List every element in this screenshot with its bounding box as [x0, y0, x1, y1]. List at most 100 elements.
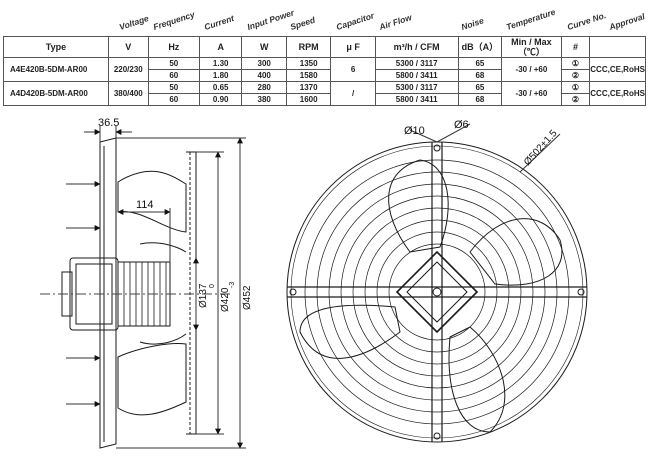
side-view	[40, 126, 246, 449]
dim-137: Ø137	[198, 283, 209, 308]
row-curve: ①	[560, 57, 591, 70]
dim-420-tol-up: 0	[209, 284, 216, 288]
dim-6: Ø6	[454, 119, 469, 131]
blade-profile-bottom	[117, 343, 187, 416]
mount-arrows	[66, 181, 101, 407]
header-temperature: Temperature	[504, 6, 557, 33]
dim-420: Ø420	[220, 287, 231, 312]
unit-frequency: Hz	[147, 36, 200, 58]
row-power: 280	[241, 81, 287, 94]
model-type: A4D420B-5DM-AR00	[3, 81, 109, 106]
row-airflow: 5800 / 3411	[374, 69, 459, 82]
outer-ring	[286, 141, 588, 443]
header-capacitor: Capacitor	[334, 10, 376, 32]
row-hz: 60	[147, 69, 200, 82]
leader-d502	[519, 133, 561, 173]
unit-capacitor: μ F	[330, 36, 376, 58]
header-current: Current	[202, 13, 236, 32]
header-approval: Approval	[607, 11, 647, 32]
row-airflow: 5800 / 3411	[374, 93, 459, 106]
guard-struts	[287, 142, 587, 442]
table-row: A4E420B-5DM-AR00 220/230 50 1.30 300 135…	[3, 57, 646, 82]
unit-current: A	[198, 36, 243, 58]
header-curve-no: Curve No.	[565, 10, 608, 32]
row-rpm: 1370	[285, 81, 332, 94]
fan-blade	[299, 304, 401, 359]
spec-table: Voltage Frequency Current Input Power Sp…	[3, 2, 646, 112]
outer-ring-inner	[290, 145, 584, 439]
table-row: 60 0.90 380 1600 5800 / 3411 68 ②	[4, 93, 646, 106]
spec-grid: Type V Hz A W RPM μ F m³/h / CFM dB（A） M…	[3, 36, 646, 106]
guard-profile	[186, 151, 197, 435]
technical-drawing: 36.5 114 Ø137 Ø420 0 -3 Ø452	[40, 117, 588, 449]
model-capacitor: 6	[330, 57, 376, 82]
unit-curve: #	[560, 36, 591, 58]
unit-voltage: V	[107, 36, 149, 58]
row-hz: 50	[147, 57, 200, 70]
row-current: 0.65	[198, 81, 243, 94]
row-rpm: 1580	[285, 69, 332, 82]
model-voltage: 220/230	[107, 57, 149, 82]
fan-blade	[448, 326, 506, 433]
blade-edge	[139, 333, 187, 345]
header-voltage: Voltage	[117, 13, 150, 32]
model-approval: CCC,CE,RoHS	[589, 57, 646, 82]
front-view	[286, 123, 588, 443]
row-rpm: 1350	[285, 57, 332, 70]
units-row: Type V Hz A W RPM μ F m³/h / CFM dB（A） M…	[3, 36, 646, 58]
dim-114: 114	[136, 199, 154, 211]
header-noise: Noise	[459, 15, 486, 33]
unit-speed: RPM	[285, 36, 332, 58]
header-frequency: Frequency	[151, 9, 196, 32]
fan-blade	[469, 218, 563, 286]
mounting-plate	[99, 137, 117, 449]
hub-center	[432, 287, 442, 297]
mounting-holes	[289, 144, 585, 440]
model-temperature: -30 / +60	[501, 57, 562, 82]
table-row: A4D420B-5DM-AR00 380/400 50 0.65 280 137…	[3, 81, 646, 106]
model-type: A4E420B-5DM-AR00	[3, 57, 109, 82]
model-capacitor: /	[330, 81, 376, 106]
dim-420-tol-down: -3	[229, 282, 236, 288]
row-hz: 50	[147, 81, 200, 94]
motor-hub	[395, 250, 479, 334]
row-power: 380	[241, 93, 287, 106]
row-noise: 68	[457, 93, 503, 106]
row-airflow: 5300 / 3117	[374, 57, 459, 70]
header-input-power: Input Power	[245, 7, 296, 33]
dim-36-5: 36.5	[98, 117, 119, 129]
unit-power: W	[241, 36, 287, 58]
dim-452: Ø452	[242, 285, 253, 310]
row-noise: 65	[457, 81, 503, 94]
leader-d10	[409, 129, 438, 143]
column-headers: Voltage Frequency Current Input Power Sp…	[3, 2, 646, 36]
row-hz: 60	[147, 93, 200, 106]
unit-noise: dB（A）	[457, 36, 503, 58]
dim-10: Ø10	[404, 125, 425, 137]
row-curve: ①	[560, 81, 591, 94]
model-voltage: 380/400	[107, 81, 149, 106]
unit-temperature: Min / Max（℃）	[501, 36, 562, 58]
row-airflow: 5300 / 3117	[374, 81, 459, 94]
row-noise: 65	[457, 57, 503, 70]
row-current: 1.30	[198, 57, 243, 70]
row-current: 1.80	[198, 69, 243, 82]
row-noise: 68	[457, 69, 503, 82]
motor-hub-inner	[406, 261, 468, 323]
blade-edge	[139, 242, 187, 253]
guard-rings	[304, 159, 570, 425]
row-power: 400	[241, 69, 287, 82]
row-curve: ②	[560, 69, 591, 82]
row-curve: ②	[560, 93, 591, 106]
row-rpm: 1600	[285, 93, 332, 106]
model-temperature: -30 / +60	[501, 81, 562, 106]
unit-air-flow: m³/h / CFM	[374, 36, 459, 58]
leader-d6	[436, 123, 471, 143]
row-power: 300	[241, 57, 287, 70]
model-approval: CCC,CE,RoHS	[589, 81, 646, 106]
dim-502: Ø502±1.5	[522, 128, 560, 168]
fan-blades	[299, 159, 563, 433]
header-air-flow: Air Flow	[377, 12, 413, 32]
fan-blade	[388, 159, 449, 253]
